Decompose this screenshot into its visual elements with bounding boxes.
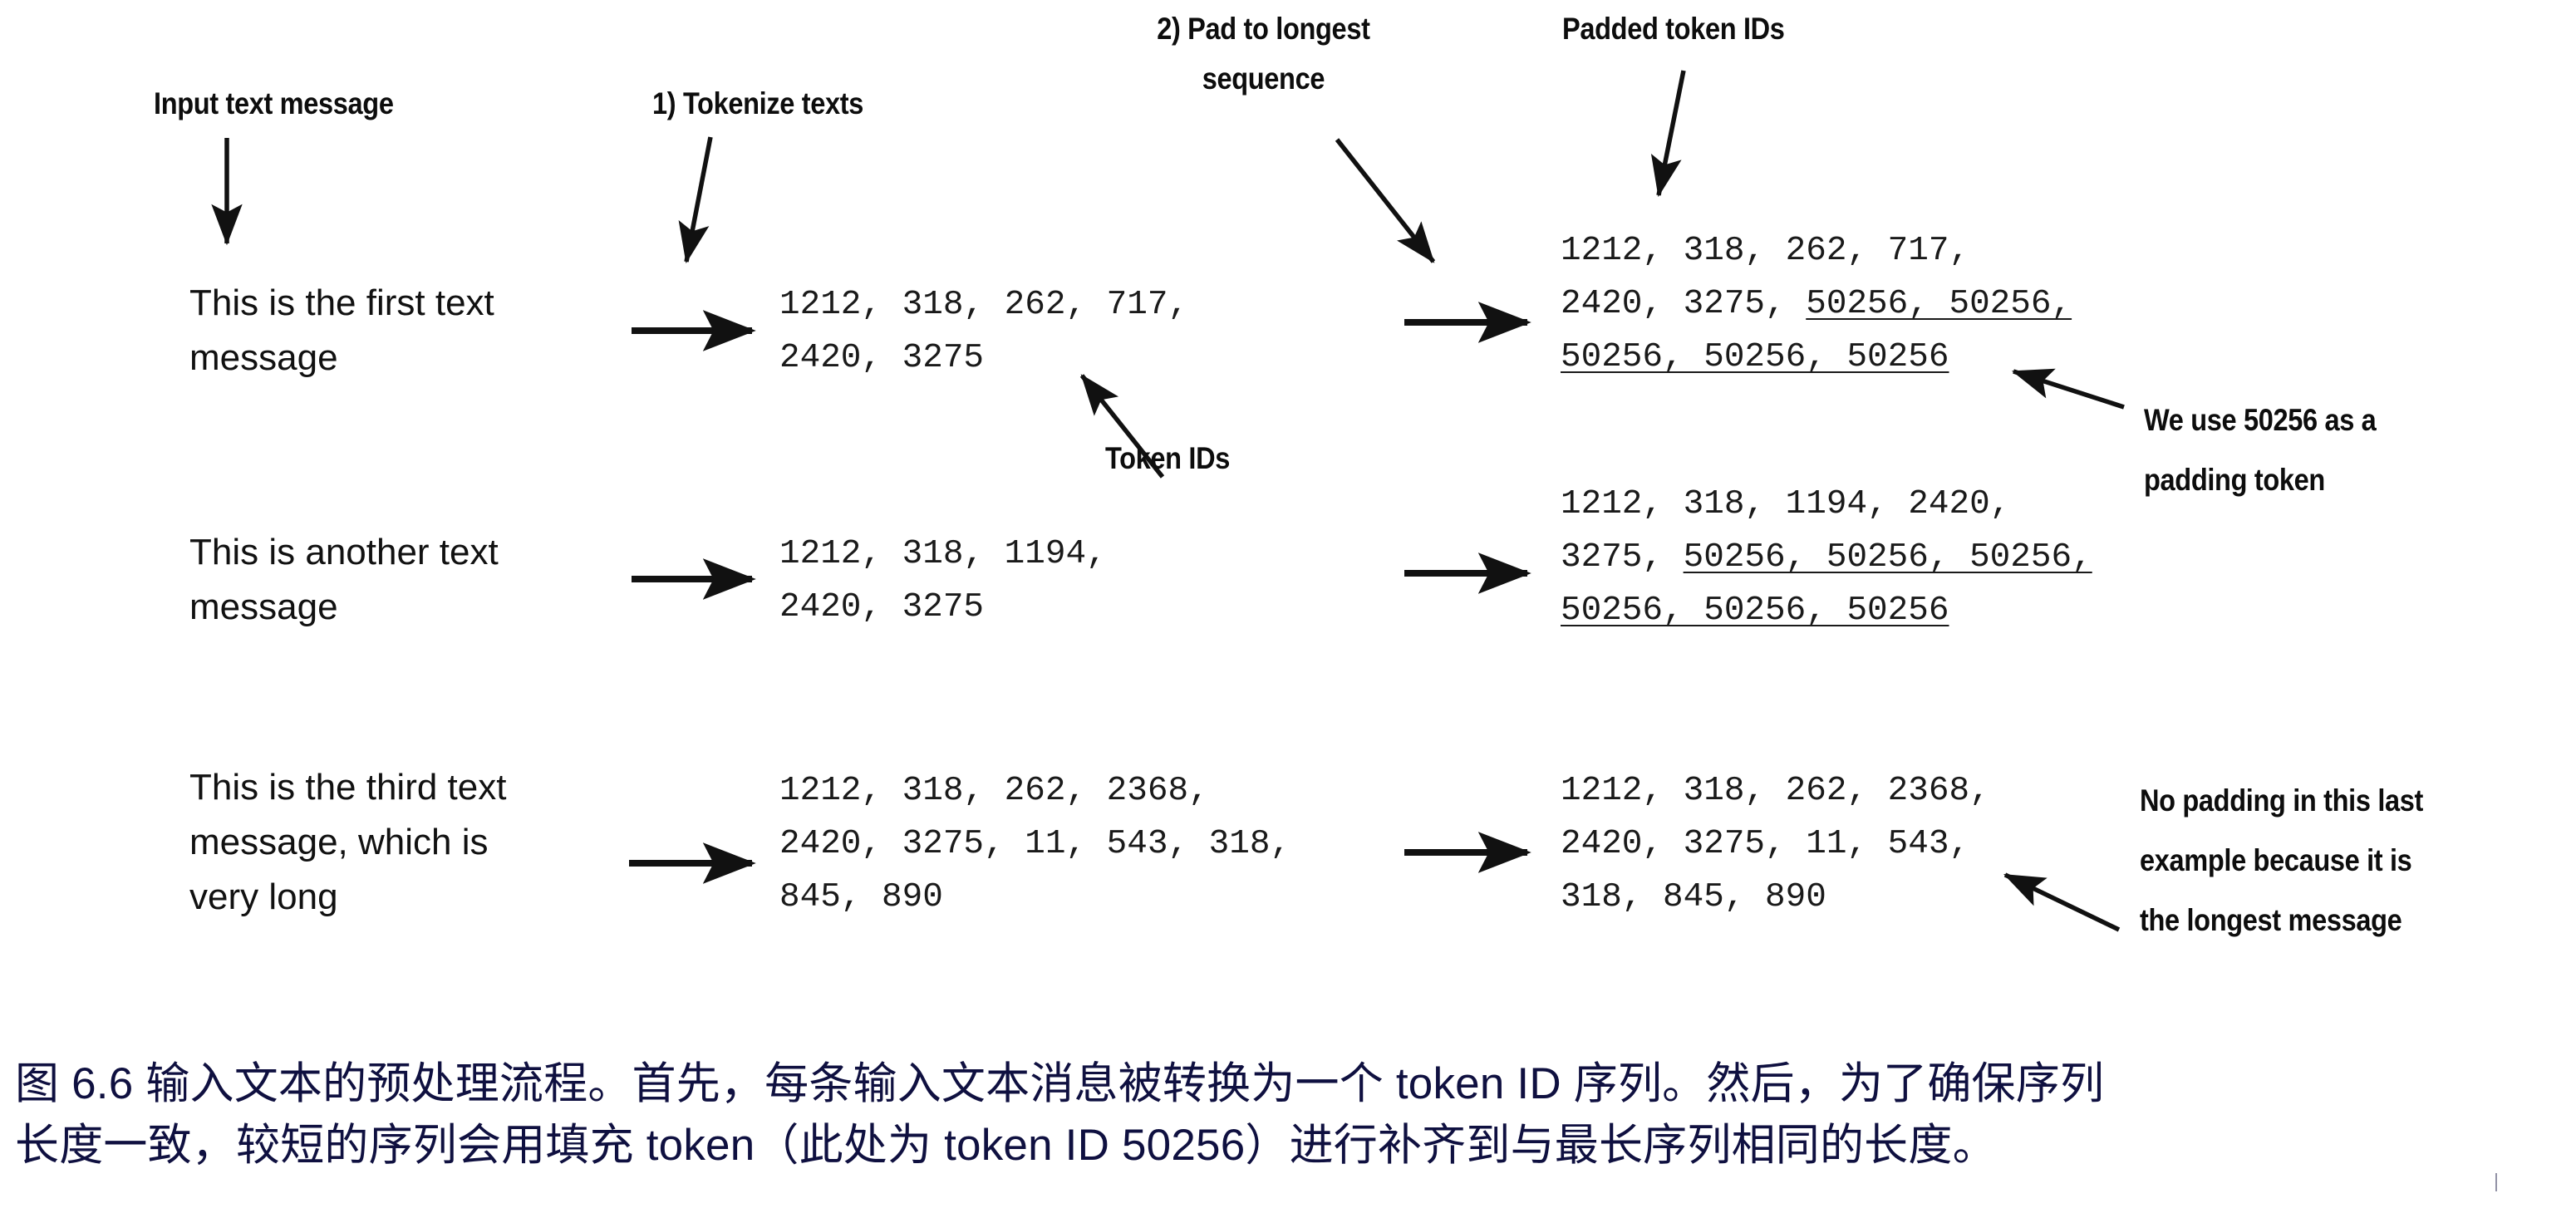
row-1-padded-prefix: 1212, 318, 262, 717, 2420, 3275, [1561, 232, 1970, 323]
label-token-ids: Token IDs [1105, 441, 1231, 475]
arrow-padded-token-ids [1650, 70, 1686, 198]
header-pad-to-longest-sequence: 2) Pad to longest sequence [1157, 12, 1370, 96]
arrow-tokenize-texts [678, 136, 713, 264]
row-3-token-ids: 1212, 318, 262, 2368, 2420, 3275, 11, 54… [779, 772, 1291, 916]
row-2-padding-tokens-line-2: 50256, 50256, 50256 [1561, 592, 1949, 630]
caption-line-2: 长度一致，较短的序列会用填充 token（此处为 token ID 50256）… [15, 1121, 1997, 1170]
row-3-padded-token-ids: 1212, 318, 262, 2368, 2420, 3275, 11, 54… [1561, 772, 1990, 916]
row-1-padding-tokens-line-2: 50256, 50256, 50256 [1561, 338, 1949, 376]
row-1-token-ids: 1212, 318, 262, 717, 2420, 3275 [779, 286, 1189, 377]
header-padded-token-ids: Padded token IDs [1562, 12, 1785, 46]
caption-line-1: 图 6.6 输入文本的预处理流程。首先，每条输入文本消息被转换为一个 token… [15, 1059, 2105, 1108]
row-2-padded-prefix: 1212, 318, 1194, 2420, 3275, [1561, 485, 2011, 577]
row-1-padded-token-ids: 1212, 318, 262, 717, 2420, 3275, 50256, … [1561, 224, 2072, 384]
header-input-text-message: Input text message [154, 86, 394, 120]
row-2-token-ids: 1212, 318, 1194, 2420, 3275 [779, 535, 1107, 626]
label-padding-note: We use 50256 as a padding token [2144, 403, 2377, 497]
header-tokenize-texts: 1) Tokenize texts [652, 86, 863, 120]
arrow-pad-to-longest [1335, 138, 1436, 263]
row-2-input-message: This is another text message [189, 532, 499, 627]
row-3-input-message: This is the third text message, which is… [189, 767, 507, 917]
row-2-padded-token-ids: 1212, 318, 1194, 2420, 3275, 50256, 5025… [1561, 478, 2092, 637]
label-no-padding-note: No padding in this last example because … [2140, 783, 2424, 937]
page-edge-rule [2495, 1173, 2497, 1191]
row-1-padding-tokens-line-1: 50256, 50256, [1806, 285, 2072, 323]
arrow-no-padding-note-callout [2003, 872, 2121, 932]
row-2-padding-tokens-line-1: 50256, 50256, 50256, [1683, 538, 2092, 577]
row-1-input-message: This is the first text message [189, 282, 494, 378]
figure-caption: 图 6.6 输入文本的预处理流程。首先，每条输入文本消息被转换为一个 token… [15, 1053, 2561, 1176]
